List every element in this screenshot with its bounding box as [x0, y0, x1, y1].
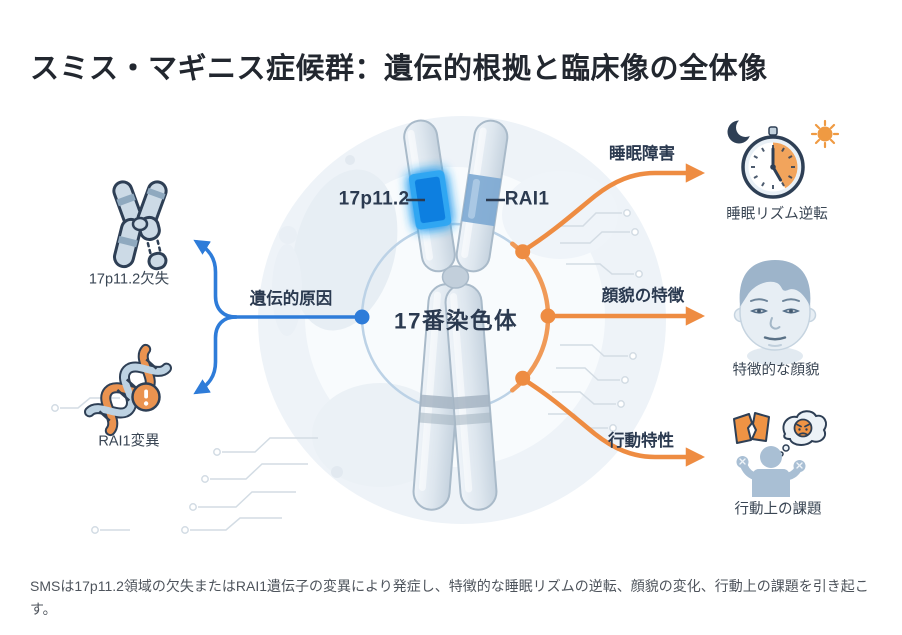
orange-hub-dot-middle: [540, 308, 556, 324]
sun-icon: [810, 119, 840, 149]
orange-hub-dot-bottom: [515, 370, 531, 386]
chromosome-17-label: 17番染色体: [393, 308, 519, 334]
17p11-2-glow-band: [408, 170, 452, 230]
rai1-band: [461, 173, 502, 227]
sleep-item-label: 睡眠リズム逆転: [726, 206, 828, 223]
clinical-feature-connectors: [515, 163, 706, 467]
mutation-item-label: RAI1変異: [98, 433, 160, 450]
genetic-cause-connectors: [193, 239, 370, 395]
person-figure: [736, 446, 806, 497]
sleep-clock-icon: [727, 118, 840, 199]
background-blobs: [258, 116, 666, 524]
dna-mutation-icon: [83, 343, 173, 437]
face-icon: [733, 260, 817, 365]
region-label-17p11-2: 17p11.2: [338, 188, 410, 210]
behavior-icon: [733, 410, 827, 497]
blue-hub-dot: [354, 309, 370, 325]
behavior-branch-label: 行動特性: [608, 432, 674, 451]
summary-caption: SMSは17p11.2領域の欠失またはRAI1遺伝子の変異により発症し、特徴的な…: [30, 578, 869, 618]
chromosome-17-illustration: [403, 119, 509, 511]
behavior-item-label: 行動上の課題: [734, 501, 822, 518]
centromere: [441, 265, 470, 289]
deletion-item-label: 17p11.2欠失: [88, 271, 170, 288]
page-title: スミス・マギニス症候群：遺伝的根拠と臨床像の全体像: [30, 53, 768, 86]
torn-paper-icon: [733, 412, 770, 444]
facial-branch-label: 顔貌の特徴: [601, 287, 685, 306]
orange-hub-dot-top: [515, 244, 531, 260]
facial-item-label: 特徴的な顔貌: [732, 362, 820, 379]
sleep-branch-label: 睡眠障害: [609, 145, 675, 164]
gene-label-rai1: RAI1: [504, 188, 550, 210]
circuit-decoration: [51, 209, 643, 534]
angry-face-icon: [793, 418, 813, 438]
genetic-cause-branch-label: 遺伝的原因: [249, 290, 333, 309]
thought-bubble-icon: [778, 410, 827, 457]
chromosome-deletion-icon: [112, 180, 168, 271]
